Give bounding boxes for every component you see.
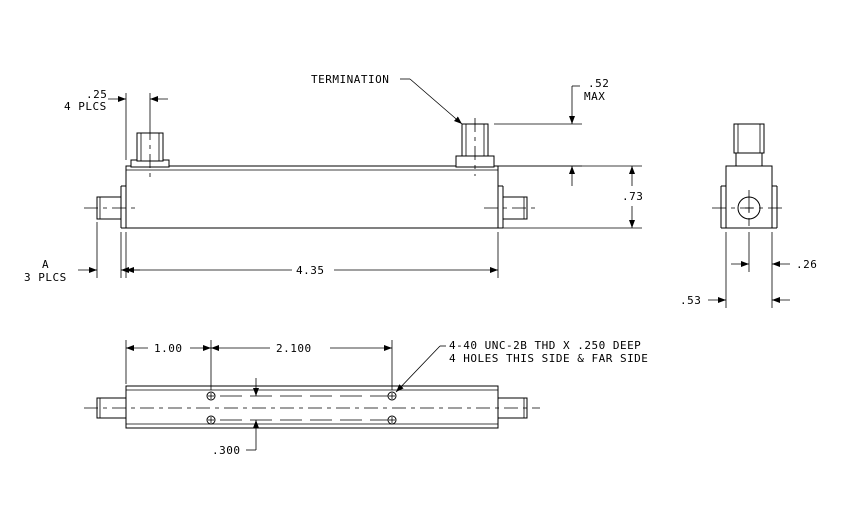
bottom-view: 1.00 2.100 4-40 UNC-2B THD X .250 DEEP 4…	[84, 339, 648, 457]
mounting-hole-icon	[206, 391, 216, 401]
termination-leader: TERMINATION	[311, 73, 463, 125]
dim-hole-spacing: .300	[212, 378, 259, 457]
hole-note-line1: 4-40 UNC-2B THD X .250 DEEP	[449, 339, 641, 352]
side-connector-right	[484, 196, 540, 220]
top-connector-left	[130, 126, 170, 178]
termination-label: TERMINATION	[311, 73, 389, 86]
height-value: .73	[622, 190, 643, 203]
dim-side-width: .53	[680, 232, 790, 308]
hole-pitch-value: 2.100	[276, 342, 312, 355]
side-view: .26 .53	[680, 123, 817, 308]
side-offset-value: .26	[796, 258, 817, 271]
dim-hole-positions: 1.00 2.100	[125, 340, 393, 390]
coupler-body-bottom	[125, 385, 499, 429]
mounting-hole-icon	[206, 415, 216, 425]
coupler-body-side	[725, 165, 773, 229]
connector-a-value: A	[42, 258, 49, 271]
dim-length: 4.35	[125, 232, 499, 278]
front-view: .25 4 PLCS A 3 PLCS 4.35 .73	[24, 73, 643, 284]
max-height-value: .52	[588, 77, 609, 90]
coupler-body-front	[125, 165, 499, 229]
length-value: 4.35	[296, 264, 325, 277]
hole-spacing-value: .300	[212, 444, 241, 457]
connector-width-note: 4 PLCS	[64, 100, 107, 113]
dim-side-offset: .26	[731, 232, 817, 308]
connector-a-note: 3 PLCS	[24, 271, 67, 284]
connector-width-value: .25	[86, 88, 107, 101]
hole-note-line2: 4 HOLES THIS SIDE & FAR SIDE	[449, 352, 648, 365]
mounting-hole-icon	[387, 415, 397, 425]
side-width-value: .53	[680, 294, 701, 307]
dim-connector-width: .25 4 PLCS	[64, 88, 168, 160]
dim-max-height: .52 MAX	[494, 77, 609, 186]
hole-note: 4-40 UNC-2B THD X .250 DEEP 4 HOLES THIS…	[395, 339, 648, 393]
side-connector-left	[84, 196, 140, 220]
termination-connector	[455, 118, 495, 176]
mounting-hole-icon	[387, 391, 397, 401]
hole-offset-value: 1.00	[154, 342, 183, 355]
max-height-note: MAX	[584, 90, 605, 103]
dim-connector-a: A 3 PLCS	[24, 222, 140, 284]
